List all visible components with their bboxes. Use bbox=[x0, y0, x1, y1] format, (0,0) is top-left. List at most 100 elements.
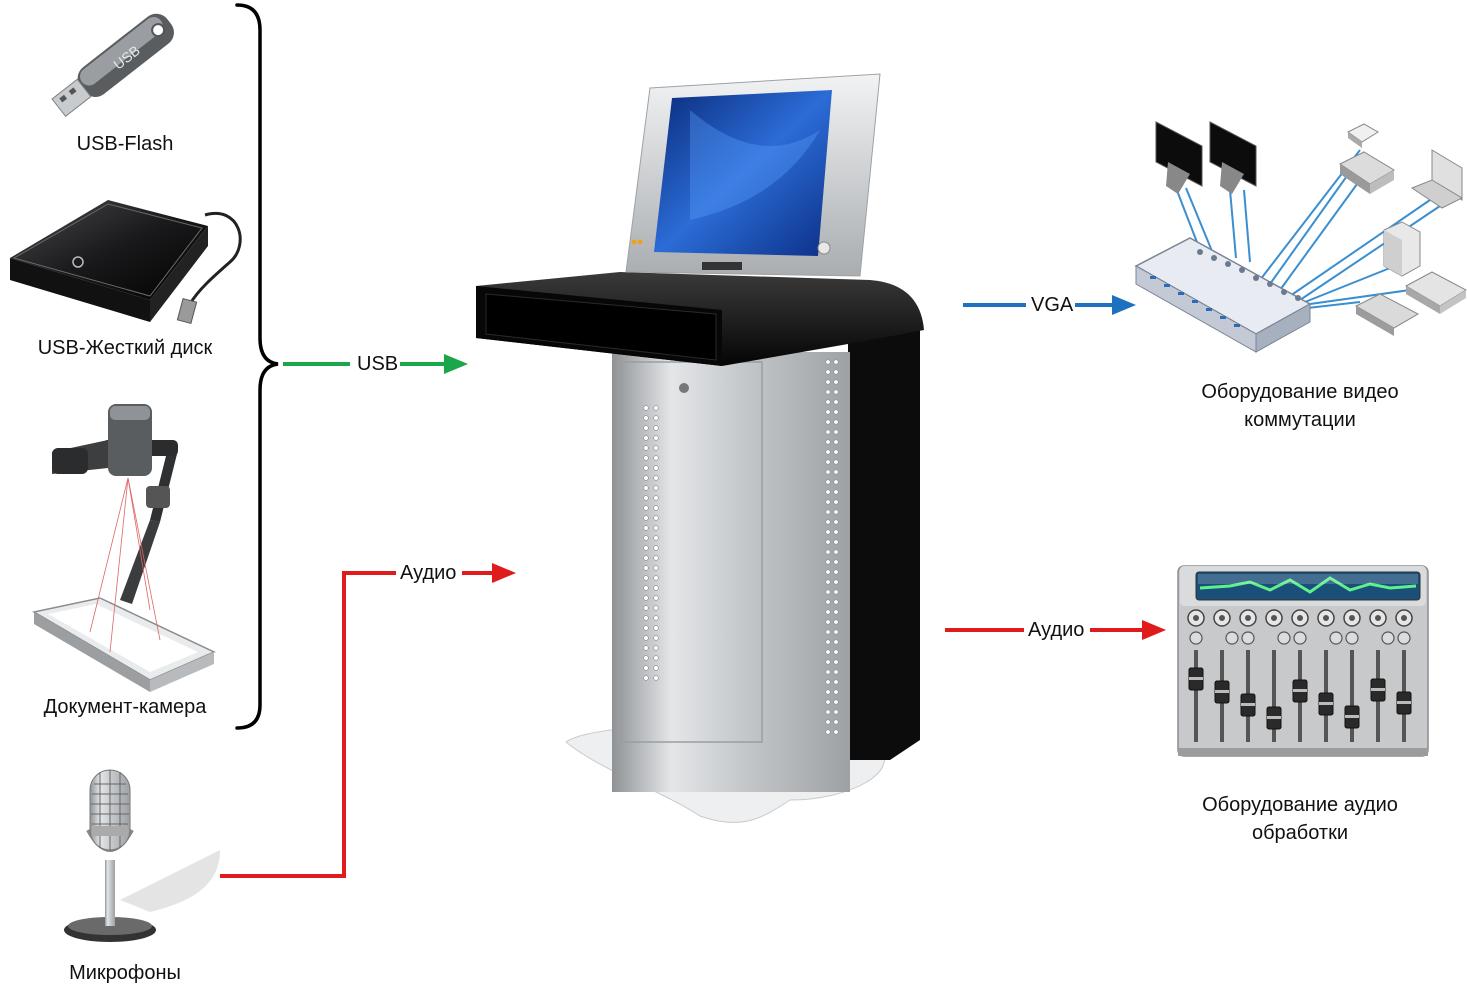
perforation-hole bbox=[833, 709, 839, 715]
doc-camera-label: Документ-камера bbox=[43, 696, 207, 718]
mixer-knob-center bbox=[1297, 615, 1303, 621]
fader-cap-line bbox=[1267, 716, 1281, 719]
perforation-hole bbox=[833, 479, 839, 485]
document-camera-icon bbox=[31, 404, 216, 692]
perforation-hole bbox=[825, 379, 831, 385]
perforation-hole bbox=[825, 519, 831, 525]
perforation-hole bbox=[825, 589, 831, 595]
perforation-hole bbox=[833, 439, 839, 445]
audio-output-connection-label: Аудио bbox=[1026, 618, 1087, 642]
perforation-hole bbox=[643, 615, 649, 621]
perforation-hole bbox=[825, 699, 831, 705]
perforation-hole bbox=[653, 665, 659, 671]
perforation-hole bbox=[643, 455, 649, 461]
perforation-hole bbox=[833, 719, 839, 725]
perforation-hole bbox=[643, 585, 649, 591]
video-switching-label-line2: коммутации bbox=[1244, 409, 1356, 431]
perforation-hole bbox=[653, 445, 659, 451]
perforation-hole bbox=[825, 459, 831, 465]
perforation-hole bbox=[833, 399, 839, 405]
vga-connection bbox=[963, 295, 1136, 315]
fader-cap-line bbox=[1189, 677, 1203, 680]
mixer-knob-small bbox=[1293, 631, 1307, 645]
perforation-hole bbox=[833, 429, 839, 435]
audio-output-connection bbox=[945, 620, 1166, 640]
perforation-hole bbox=[825, 659, 831, 665]
audio-input-connection bbox=[220, 563, 516, 878]
perforation-hole bbox=[825, 389, 831, 395]
mixer-knob-small bbox=[1345, 631, 1359, 645]
fader-cap-line bbox=[1371, 688, 1385, 691]
perforation-hole bbox=[643, 515, 649, 521]
perforation-hole bbox=[643, 645, 649, 651]
perforation-hole bbox=[825, 689, 831, 695]
perforation-hole bbox=[653, 495, 659, 501]
perforation-hole bbox=[653, 465, 659, 471]
perforation-hole bbox=[643, 595, 649, 601]
perforation-hole bbox=[653, 475, 659, 481]
mixer-knob-center bbox=[1349, 615, 1355, 621]
perforation-hole bbox=[653, 645, 659, 651]
mixer-knob-center bbox=[1375, 615, 1381, 621]
fader-cap-line bbox=[1345, 715, 1359, 718]
mixer-knob-small bbox=[1241, 631, 1255, 645]
perforation-hole bbox=[825, 359, 831, 365]
source-group-brace bbox=[235, 3, 279, 730]
perforation-hole bbox=[833, 609, 839, 615]
perforation-hole bbox=[833, 359, 839, 365]
perforation-hole bbox=[653, 605, 659, 611]
perforation-hole bbox=[643, 535, 649, 541]
perforation-hole bbox=[643, 605, 649, 611]
perforation-hole bbox=[653, 565, 659, 571]
video-switching-label-line1: Оборудование видео bbox=[1201, 381, 1399, 403]
perforation-hole bbox=[825, 599, 831, 605]
perforation-hole bbox=[825, 409, 831, 415]
mixer-knob-center bbox=[1323, 615, 1329, 621]
perforation-hole bbox=[833, 489, 839, 495]
perforation-hole bbox=[643, 485, 649, 491]
mixer-knob-small bbox=[1329, 631, 1343, 645]
perforation-hole bbox=[833, 509, 839, 515]
video-switching-equipment-icon bbox=[1134, 121, 1467, 353]
audio-processing-label-line2: обработки bbox=[1251, 822, 1349, 844]
perforation-hole bbox=[833, 459, 839, 465]
usb-connection bbox=[283, 354, 468, 374]
perforation-hole bbox=[825, 719, 831, 725]
perforation-hole bbox=[653, 485, 659, 491]
perforation-hole bbox=[653, 655, 659, 661]
audio-processing-label-line1: Оборудование аудио bbox=[1202, 794, 1398, 816]
mixer-knob-center bbox=[1193, 615, 1199, 621]
perforation-hole bbox=[653, 555, 659, 561]
perforation-hole bbox=[643, 415, 649, 421]
perforation-hole bbox=[643, 465, 649, 471]
perforation-hole bbox=[825, 729, 831, 735]
perforation-hole bbox=[825, 569, 831, 575]
perforation-hole bbox=[833, 409, 839, 415]
mixer-knob-small bbox=[1381, 631, 1395, 645]
perforation-hole bbox=[643, 525, 649, 531]
perforation-hole bbox=[833, 559, 839, 565]
fader-cap-line bbox=[1241, 703, 1255, 706]
perforation-hole bbox=[825, 369, 831, 375]
audio-mixer-icon bbox=[1177, 565, 1429, 757]
vga-connection-label: VGA bbox=[1029, 293, 1076, 317]
perforation-hole bbox=[833, 449, 839, 455]
perforation-hole bbox=[825, 539, 831, 545]
perforation-hole bbox=[825, 499, 831, 505]
perforation-hole bbox=[825, 619, 831, 625]
multimedia-lectern-icon bbox=[476, 73, 924, 823]
perforation-hole bbox=[643, 475, 649, 481]
perforation-hole bbox=[833, 549, 839, 555]
perforation-hole bbox=[653, 595, 659, 601]
perforation-hole bbox=[653, 545, 659, 551]
perforation-hole bbox=[653, 515, 659, 521]
perforation-hole bbox=[833, 629, 839, 635]
perforation-hole bbox=[643, 665, 649, 671]
perforation-hole bbox=[833, 589, 839, 595]
perforation-hole bbox=[825, 669, 831, 675]
perforation-hole bbox=[643, 565, 649, 571]
perforation-hole bbox=[643, 675, 649, 681]
perforation-hole bbox=[643, 635, 649, 641]
mixer-knob-small bbox=[1225, 631, 1239, 645]
perforation-hole bbox=[825, 419, 831, 425]
